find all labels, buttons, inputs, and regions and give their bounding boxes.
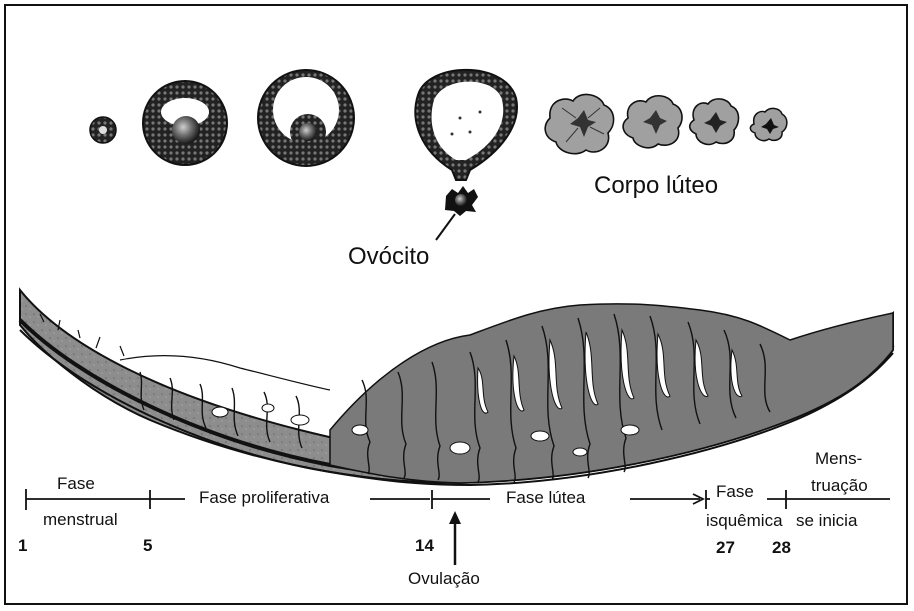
- follicle-primary: [143, 81, 227, 165]
- endometrium-section: [20, 290, 893, 485]
- follicle-rupturing: [415, 70, 517, 180]
- label-corpus-luteum: Corpo lúteo: [594, 172, 718, 200]
- day-5: 5: [143, 536, 152, 556]
- corpus-luteum-4: [750, 108, 787, 140]
- corpus-luteum-1: [545, 94, 613, 153]
- label-menstruation-line2: truação: [811, 476, 868, 496]
- day-14: 14: [415, 536, 434, 556]
- label-proliferative-phase: Fase proliferativa: [199, 488, 329, 508]
- label-menstrual-phase-bottom: menstrual: [43, 510, 118, 530]
- label-luteal-phase: Fase lútea: [506, 488, 585, 508]
- label-ischemic-phase-top: Fase: [716, 482, 754, 502]
- day-1: 1: [18, 536, 27, 556]
- label-oocyte: Ovócito: [348, 243, 429, 271]
- oocyte-released: [445, 186, 478, 216]
- follicle-secondary: [258, 70, 354, 166]
- label-menstrual-phase-top: Fase: [57, 474, 95, 494]
- label-menstruation-line3: se inicia: [796, 511, 857, 531]
- corpus-luteum-3: [690, 99, 739, 145]
- label-ischemic-phase-bottom: isquêmica: [706, 511, 783, 531]
- follicle-primordial: [90, 117, 116, 143]
- oocyte-pointer-line: [436, 214, 455, 240]
- corpus-luteum-2: [623, 96, 682, 148]
- day-27: 27: [716, 538, 735, 558]
- timeline: [26, 489, 890, 510]
- day-28: 28: [772, 538, 791, 558]
- label-menstruation-line1: Mens-: [815, 449, 862, 469]
- label-ovulation: Ovulação: [408, 569, 480, 589]
- ovulation-arrow: [449, 511, 461, 565]
